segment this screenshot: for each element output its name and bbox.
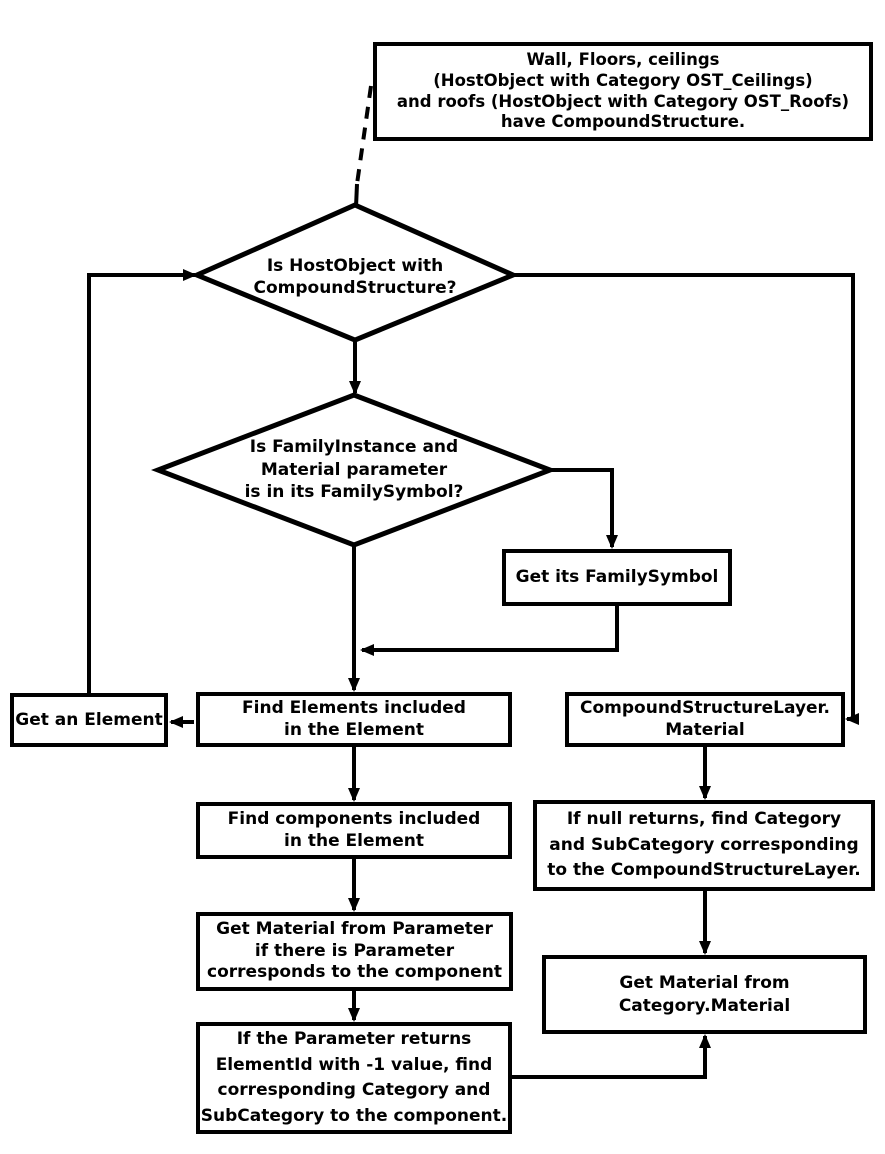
node-get-familysymbol: Get its FamilySymbol — [502, 549, 732, 606]
node-get-an-element: Get an Element — [10, 693, 168, 747]
decision-familyinstance-label: Is FamilyInstance and Material parameter… — [244, 437, 464, 503]
node-find-elements: Find Elements included in the Element — [196, 692, 512, 747]
connector-decision1-to-compoundlayer — [513, 273, 859, 725]
decision-compoundstructure-diamond — [190, 202, 520, 343]
connector-decision2-to-familysymbol — [550, 468, 618, 549]
node-find-components: Find components included in the Element — [196, 802, 512, 859]
connector-familysymbol-to-mainline — [360, 605, 619, 656]
decision-compoundstructure-label: Is HostObject with CompoundStructure? — [253, 255, 457, 298]
connector-ifparameter-to-getmaterialcategory — [512, 1034, 711, 1079]
connector-note-dashed — [355, 85, 373, 185]
node-get-material-from-category: Get Material from Category.Material — [542, 955, 867, 1034]
node-compoundstructurelayer-material: CompoundStructureLayer. Material — [565, 692, 845, 747]
connector-getelement-to-decision1 — [87, 269, 197, 693]
node-note-compoundstructure: Wall, Floors, ceilings (HostObject with … — [373, 42, 873, 141]
node-get-material-from-parameter: Get Material from Parameter if there is … — [196, 912, 513, 991]
node-if-parameter-returns: If the Parameter returns ElementId with … — [196, 1022, 512, 1134]
node-if-null-returns: If null returns, find Category and SubCa… — [533, 800, 875, 891]
